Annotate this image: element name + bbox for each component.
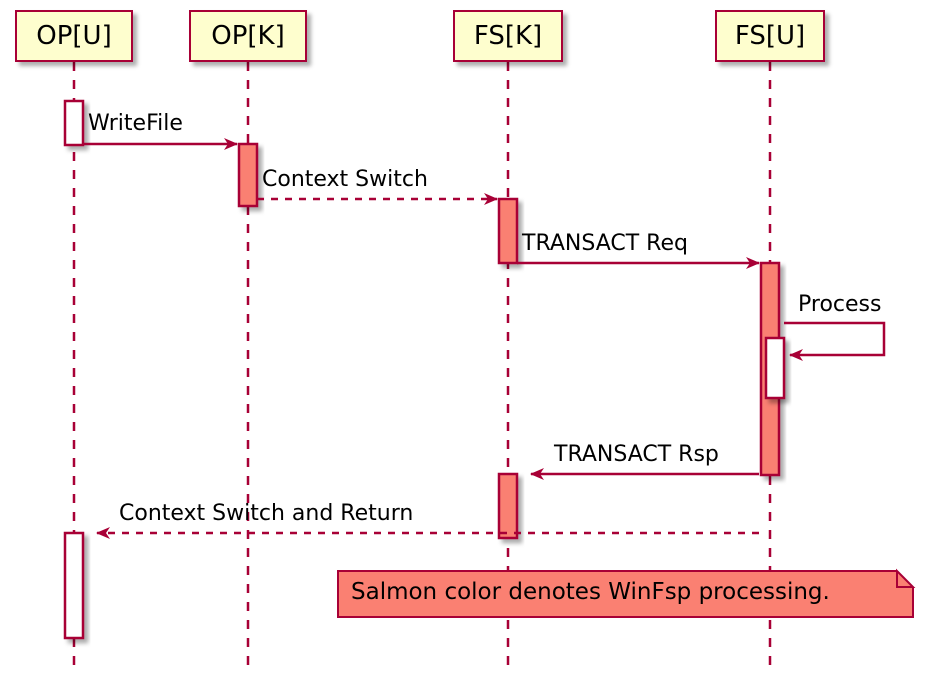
activation-op-u-writefile — [63, 99, 85, 147]
participant-box-fs-k[interactable]: FS[K] — [453, 10, 563, 62]
activation-bars-group — [63, 99, 786, 640]
participant-box-op-u[interactable]: OP[U] — [15, 10, 133, 62]
activation-fs-u-2-nested — [764, 336, 786, 400]
message-label-context-switch: Context Switch — [262, 167, 428, 192]
activation-op-u-2 — [63, 531, 85, 640]
activation-op-k-1 — [237, 142, 259, 208]
participant-label-fs-k: FS[K] — [473, 21, 543, 51]
participant-box-op-k[interactable]: OP[K] — [189, 10, 307, 62]
note-fold-corner — [896, 568, 916, 588]
message-label-transact-req: TRANSACT Req — [522, 231, 688, 256]
message-label-context-switch-and-return: Context Switch and Return — [119, 501, 414, 526]
message-label-transact-rsp: TRANSACT Rsp — [554, 442, 719, 467]
message-label-writefile: WriteFile — [88, 111, 183, 136]
activation-fs-k-1 — [497, 197, 519, 265]
participant-box-fs-u[interactable]: FS[U] — [715, 10, 825, 62]
participant-label-op-k: OP[K] — [211, 21, 285, 51]
participant-label-fs-u: FS[U] — [734, 21, 806, 51]
message-arrows-group — [83, 138, 886, 539]
note-salmon-legend — [337, 570, 914, 618]
arrow-process-self — [784, 321, 886, 361]
participant-label-op-u: OP[U] — [36, 21, 112, 51]
note-text-salmon-legend: Salmon color denotes WinFsp processing. — [351, 579, 830, 605]
activation-fs-k-2 — [497, 472, 519, 540]
message-label-process: Process — [798, 292, 882, 317]
